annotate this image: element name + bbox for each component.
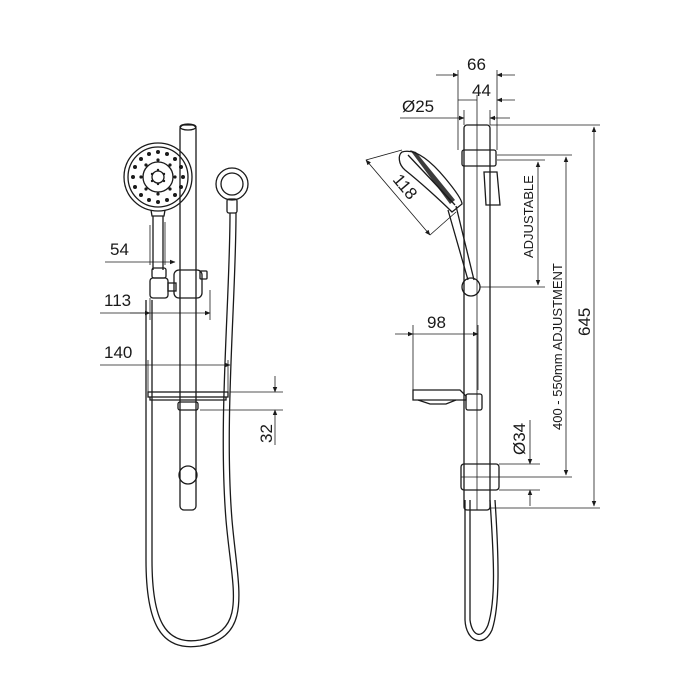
dim-depth-outer: 66 (467, 55, 486, 74)
side-top-bracket (461, 149, 497, 167)
front-rail (179, 124, 197, 511)
front-shower-head (123, 142, 193, 217)
front-rail-top-cap (179, 123, 197, 131)
dim-bracket-diameter: Ø34 (510, 423, 529, 455)
dim-head-width: 54 (110, 240, 129, 259)
front-soap-tray (147, 391, 229, 411)
dim-tray-width: 140 (104, 343, 132, 362)
dim-overall-height: 645 (575, 308, 594, 336)
dim-tray-depth: 98 (427, 313, 446, 332)
dim-bracket-width: 113 (104, 291, 131, 310)
side-shower-head (398, 150, 475, 281)
dim-tray-height: 32 (257, 424, 276, 443)
side-view: 66 44 Ø25 118 ADJUSTABLE 98 Ø34 (365, 55, 600, 642)
front-wall-outlet (215, 167, 249, 214)
side-holder (483, 171, 501, 206)
dim-head-length: 118 (389, 170, 421, 203)
front-view: 54 113 140 32 (100, 123, 283, 648)
dim-adjustable: ADJUSTABLE (521, 175, 536, 258)
front-slide-bracket (149, 267, 208, 299)
dim-rail-diameter: Ø25 (402, 97, 434, 116)
dim-adjustment-range: 400 - 550mm ADJUSTMENT (550, 263, 565, 430)
front-handle (152, 216, 164, 270)
front-lower-knob (178, 465, 198, 485)
side-hose (469, 499, 495, 635)
side-soap-tray (412, 389, 483, 411)
front-hose (151, 212, 235, 642)
dim-depth-inner: 44 (472, 81, 491, 100)
